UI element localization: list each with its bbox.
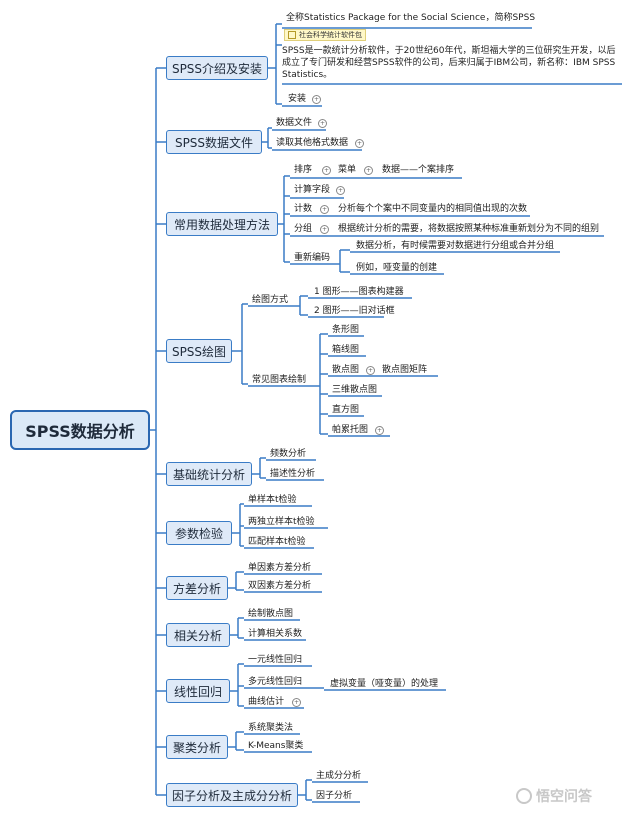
leaf-chart-builder[interactable]: 1 图形——图表构建器 bbox=[314, 287, 404, 297]
branch-plotting[interactable]: SPSS绘图 bbox=[166, 339, 232, 363]
expand-icon[interactable]: + bbox=[336, 186, 345, 195]
leaf-two-way-anova[interactable]: 双因素方差分析 bbox=[248, 581, 312, 591]
watermark-logo-icon bbox=[516, 788, 532, 804]
intro-note[interactable]: SPSS是一款统计分析软件，于20世纪60年代，斯坦福大学的三位研究生开发，以后… bbox=[282, 46, 616, 80]
leaf-common-charts[interactable]: 常见图表绘制 bbox=[252, 375, 307, 385]
leaf-pareto[interactable]: 帕累托图 bbox=[332, 425, 369, 435]
expand-icon[interactable]: + bbox=[366, 366, 375, 375]
expand-icon[interactable]: + bbox=[320, 225, 329, 234]
expand-icon[interactable]: + bbox=[322, 166, 331, 175]
leaf-paired-t[interactable]: 匹配样本t检验 bbox=[248, 537, 306, 547]
watermark-text: 悟空问答 bbox=[536, 789, 592, 805]
leaf-simple-regression[interactable]: 一元线性回归 bbox=[248, 655, 303, 665]
leaf-box-plot[interactable]: 箱线图 bbox=[332, 345, 360, 355]
watermark: 悟空问答 bbox=[516, 786, 628, 806]
leaf-histogram[interactable]: 直方图 bbox=[332, 405, 360, 415]
leaf-kmeans[interactable]: K-Means聚类 bbox=[248, 741, 304, 751]
branch-regression[interactable]: 线性回归 bbox=[166, 679, 230, 703]
leaf-corr-coef[interactable]: 计算相关系数 bbox=[248, 629, 303, 639]
leaf-dummy-variable[interactable]: 虚拟变量（哑变量）的处理 bbox=[330, 679, 439, 689]
leaf-count-desc[interactable]: 分析每个个案中不同变量内的相同值出现的次数 bbox=[338, 204, 528, 214]
note-tag: 社会科学统计软件包 bbox=[284, 29, 366, 41]
leaf-pca[interactable]: 主成分分析 bbox=[316, 771, 362, 781]
leaf-one-way-anova[interactable]: 单因素方差分析 bbox=[248, 563, 312, 573]
leaf-curve-estimation[interactable]: 曲线估计 bbox=[248, 697, 285, 707]
leaf-plot-method[interactable]: 绘图方式 bbox=[252, 295, 289, 305]
leaf-group-desc[interactable]: 根据统计分析的需要，将数据按照某种标准重新划分为不同的组别 bbox=[338, 224, 600, 234]
leaf-multiple-regression[interactable]: 多元线性回归 bbox=[248, 677, 303, 687]
intro-fullname[interactable]: 全称Statistics Package for the Social Scie… bbox=[286, 13, 536, 23]
leaf-menu[interactable]: 菜单 bbox=[338, 165, 357, 175]
leaf-sort[interactable]: 排序 bbox=[294, 165, 313, 175]
expand-icon[interactable]: + bbox=[375, 426, 384, 435]
expand-icon[interactable]: + bbox=[355, 139, 364, 148]
branch-cluster[interactable]: 聚类分析 bbox=[166, 735, 228, 759]
leaf-scatter-plot[interactable]: 绘制散点图 bbox=[248, 609, 294, 619]
branch-correlation[interactable]: 相关分析 bbox=[166, 623, 230, 647]
leaf-descriptive[interactable]: 描述性分析 bbox=[270, 469, 316, 479]
leaf-datafile[interactable]: 数据文件 bbox=[276, 118, 313, 128]
leaf-recode-desc-2[interactable]: 例如，哑变量的创建 bbox=[356, 263, 438, 273]
branch-processing[interactable]: 常用数据处理方法 bbox=[166, 212, 278, 236]
leaf-frequency[interactable]: 频数分析 bbox=[270, 449, 307, 459]
branch-datafile[interactable]: SPSS数据文件 bbox=[166, 130, 262, 154]
leaf-recode-desc-1[interactable]: 数据分析，有时候需要对数据进行分组或合并分组 bbox=[356, 241, 555, 251]
leaf-hierarchical[interactable]: 系统聚类法 bbox=[248, 723, 294, 733]
leaf-group[interactable]: 分组 bbox=[294, 224, 313, 234]
leaf-3d-scatter[interactable]: 三维散点图 bbox=[332, 385, 378, 395]
leaf-two-sample-t[interactable]: 两独立样本t检验 bbox=[248, 517, 315, 527]
branch-param-test[interactable]: 参数检验 bbox=[166, 521, 232, 545]
expand-icon[interactable]: + bbox=[320, 205, 329, 214]
expand-icon[interactable]: + bbox=[312, 95, 321, 104]
branch-anova[interactable]: 方差分析 bbox=[166, 576, 228, 600]
leaf-read-other[interactable]: 读取其他格式数据 bbox=[276, 138, 349, 148]
note-icon bbox=[288, 31, 296, 39]
expand-icon[interactable]: + bbox=[318, 119, 327, 128]
branch-intro[interactable]: SPSS介绍及安装 bbox=[166, 56, 268, 80]
leaf-one-sample-t[interactable]: 单样本t检验 bbox=[248, 495, 297, 505]
expand-icon[interactable]: + bbox=[292, 698, 301, 707]
note-tag-label: 社会科学统计软件包 bbox=[299, 31, 362, 39]
leaf-compute[interactable]: 计算字段 bbox=[294, 185, 331, 195]
root-node[interactable]: SPSS数据分析 bbox=[10, 410, 150, 450]
leaf-sort-desc[interactable]: 数据——个案排序 bbox=[382, 165, 455, 175]
leaf-recode[interactable]: 重新编码 bbox=[294, 253, 331, 263]
leaf-scatter-matrix[interactable]: 散点图矩阵 bbox=[382, 365, 428, 375]
leaf-scatter[interactable]: 散点图 bbox=[332, 365, 360, 375]
leaf-bar-chart[interactable]: 条形图 bbox=[332, 325, 360, 335]
branch-factor[interactable]: 因子分析及主成分分析 bbox=[166, 783, 298, 807]
leaf-factor[interactable]: 因子分析 bbox=[316, 791, 353, 801]
branch-basic-stats[interactable]: 基础统计分析 bbox=[166, 462, 252, 486]
intro-install[interactable]: 安装 bbox=[288, 94, 307, 104]
leaf-legacy-dialog[interactable]: 2 图形——旧对话框 bbox=[314, 306, 395, 316]
leaf-count[interactable]: 计数 bbox=[294, 204, 313, 214]
expand-icon[interactable]: + bbox=[364, 166, 373, 175]
